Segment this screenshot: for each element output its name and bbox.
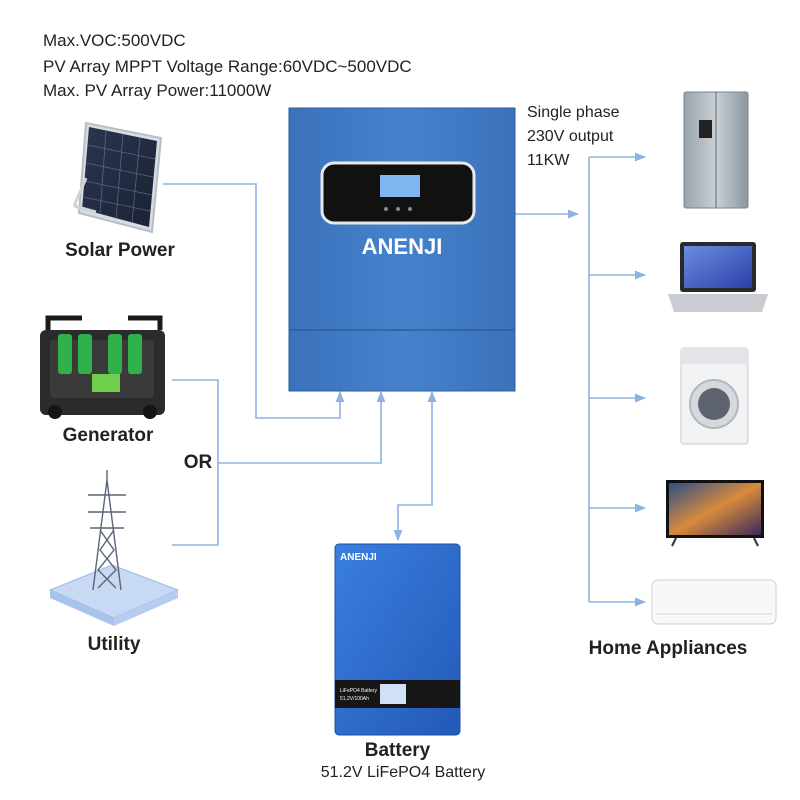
generator-label: Generator (62, 425, 154, 446)
utility-label: Utility (87, 634, 141, 655)
grid-line (218, 390, 386, 464)
output-voltage: 230V output (527, 128, 614, 145)
battery-subtitle: 51.2V LiFePO4 Battery (320, 764, 486, 781)
inverter-icon (288, 107, 516, 392)
spec-pv-power: Max. PV Array Power:11000W (43, 81, 272, 100)
battery-title: Battery (364, 740, 431, 761)
output-phase: Single phase (527, 104, 620, 121)
solar-power-label: Solar Power (65, 240, 175, 261)
laptop-icon (668, 242, 768, 312)
battery-line (393, 390, 437, 542)
utility-tower-icon (48, 470, 180, 626)
spec-max-voc: Max.VOC:500VDC (43, 31, 186, 50)
air-conditioner-icon (651, 579, 777, 625)
inverter-brand: ANENJI (362, 234, 443, 259)
solar-panel-icon (72, 121, 163, 234)
home-appliances-label: Home Appliances (588, 638, 748, 659)
battery-screen-line2: 51.2V/100Ah (340, 696, 369, 702)
battery-screen-line1: LiFePO4 Battery (340, 688, 377, 694)
television-icon (666, 480, 764, 547)
generator-icon (40, 315, 165, 419)
output-power: 11KW (527, 152, 570, 169)
battery-icon (334, 543, 461, 736)
solar-line (163, 183, 345, 419)
refrigerator-icon (683, 91, 749, 209)
or-label: OR (183, 452, 213, 473)
spec-mppt-range: PV Array MPPT Voltage Range:60VDC~500VDC (43, 57, 412, 76)
connection-lines (163, 152, 647, 607)
battery-brand: ANENJI (340, 552, 377, 563)
washing-machine-icon (680, 347, 749, 445)
